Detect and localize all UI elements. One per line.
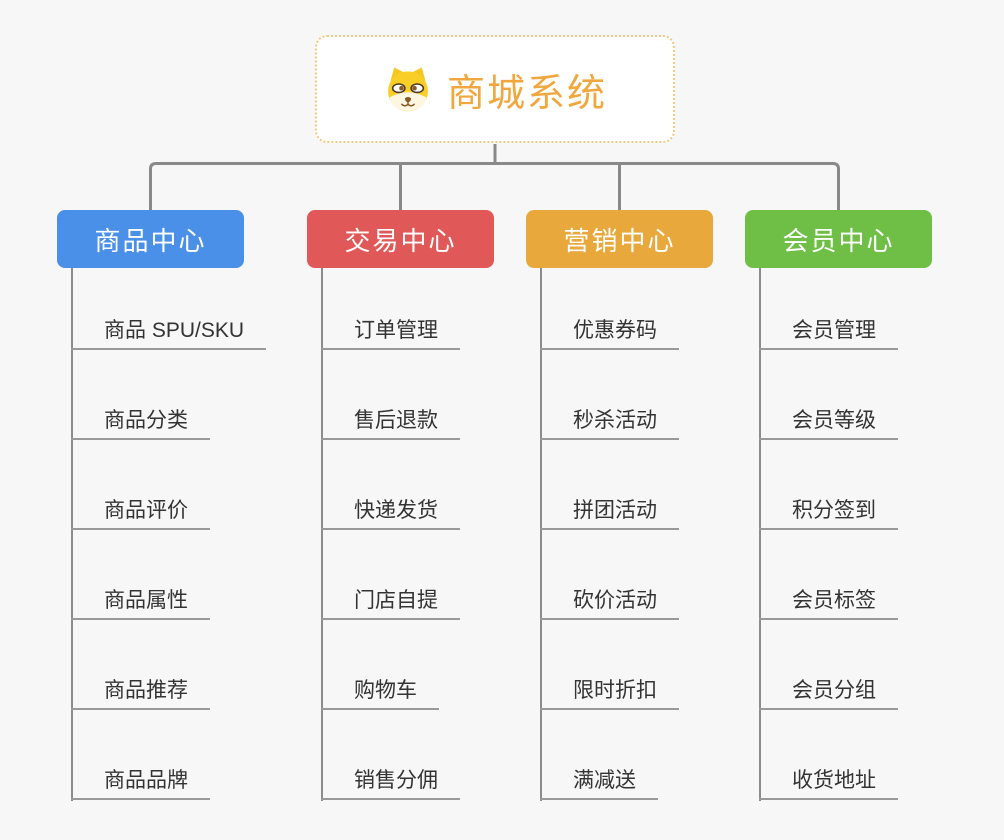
leaf-node[interactable]: 售后退款	[321, 406, 460, 440]
leaf-node[interactable]: 满减送	[540, 766, 658, 800]
branch-spine	[321, 268, 323, 801]
leaf-node[interactable]: 商品 SPU/SKU	[71, 316, 267, 350]
leaf-node[interactable]: 快递发货	[321, 496, 460, 530]
leaf-node[interactable]: 商品分类	[71, 406, 210, 440]
branch-spine	[759, 268, 761, 801]
branch-marketing-center: 营销中心 优惠券码 秒杀活动 拼团活动 砍价活动 限时折扣 满减送	[526, 210, 766, 801]
leaf-node[interactable]: 拼团活动	[540, 496, 679, 530]
branch-spine	[71, 268, 73, 801]
leaf-node[interactable]: 购物车	[321, 676, 439, 710]
leaf-node[interactable]: 门店自提	[321, 586, 460, 620]
branch-product-center: 商品中心 商品 SPU/SKU 商品分类 商品评价 商品属性 商品推荐 商品品牌	[57, 210, 297, 801]
branch-label: 交易中心	[344, 225, 457, 256]
root-title: 商城系统	[446, 72, 607, 115]
branch-node-product-center[interactable]: 商品中心	[57, 210, 244, 268]
leaf-node[interactable]: 商品评价	[71, 496, 210, 530]
leaf-node[interactable]: 收货地址	[759, 766, 898, 800]
leaf-node[interactable]: 会员分组	[759, 676, 898, 710]
leaf-node[interactable]: 销售分佣	[321, 766, 460, 800]
leaf-node[interactable]: 商品推荐	[71, 676, 210, 710]
leaf-node[interactable]: 会员等级	[759, 406, 898, 440]
leaf-node[interactable]: 积分签到	[759, 496, 898, 530]
branch-node-marketing-center[interactable]: 营销中心	[526, 210, 713, 268]
branch-label: 营销中心	[563, 225, 676, 256]
leaf-node[interactable]: 秒杀活动	[540, 406, 679, 440]
leaf-node[interactable]: 订单管理	[321, 316, 460, 350]
branch-label: 会员中心	[782, 225, 895, 256]
branch-node-trade-center[interactable]: 交易中心	[307, 210, 494, 268]
leaf-node[interactable]: 砍价活动	[540, 586, 679, 620]
branch-member-center: 会员中心 会员管理 会员等级 积分签到 会员标签 会员分组 收货地址	[745, 210, 985, 801]
branch-node-member-center[interactable]: 会员中心	[745, 210, 932, 268]
leaf-node[interactable]: 会员管理	[759, 316, 898, 350]
leaf-node[interactable]: 会员标签	[759, 586, 898, 620]
leaf-node[interactable]: 优惠券码	[540, 316, 679, 350]
leaf-node[interactable]: 限时折扣	[540, 676, 679, 710]
branch-trade-center: 交易中心 订单管理 售后退款 快递发货 门店自提 购物车 销售分佣	[307, 210, 547, 801]
branch-spine	[540, 268, 542, 801]
root-node[interactable]: 商城系统	[315, 35, 675, 143]
branch-label: 商品中心	[94, 225, 207, 256]
leaf-node[interactable]: 商品品牌	[71, 766, 210, 800]
leaf-node[interactable]: 商品属性	[71, 586, 210, 620]
dog-face-icon	[388, 67, 428, 112]
